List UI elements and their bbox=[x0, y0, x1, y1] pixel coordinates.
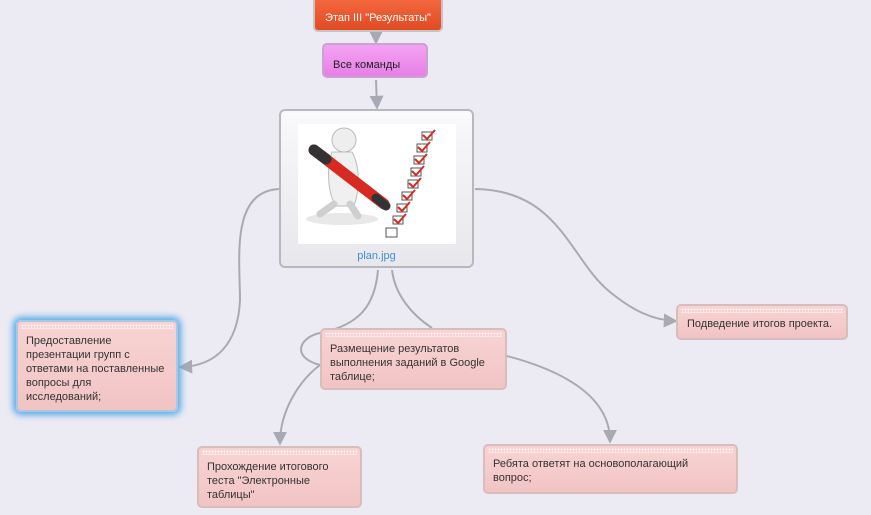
node-header-dots bbox=[284, 113, 469, 118]
placement-label: Размещение результатов выполнения задани… bbox=[330, 343, 485, 383]
placement-node[interactable]: Размещение результатов выполнения задани… bbox=[320, 328, 507, 390]
node-header-dots bbox=[325, 332, 502, 337]
image-caption[interactable]: plan.jpg bbox=[357, 250, 396, 262]
node-header-dots bbox=[21, 324, 173, 329]
teams-label: Все команды bbox=[333, 59, 401, 71]
edge-image-test bbox=[273, 269, 379, 446]
kids-answer-node[interactable]: Ребята ответят на основополагающий вопро… bbox=[483, 444, 738, 494]
node-header-dots bbox=[488, 448, 733, 453]
plan-image bbox=[298, 124, 456, 244]
edge-image-summary bbox=[474, 188, 678, 328]
edge-placement-kids bbox=[506, 355, 617, 444]
presentation-node[interactable]: Предоставление презентации групп с ответ… bbox=[16, 320, 178, 412]
node-header-dots bbox=[681, 308, 843, 313]
edge-image-presentation bbox=[178, 188, 281, 374]
kids-answer-label: Ребята ответят на основополагающий вопро… bbox=[493, 458, 689, 484]
stage-node[interactable]: Этап III "Результаты" bbox=[313, 0, 443, 32]
image-node[interactable]: plan.jpg bbox=[279, 109, 474, 268]
summary-label: Подведение итогов проекта. bbox=[687, 318, 833, 330]
teams-node[interactable]: Все команды bbox=[322, 43, 428, 78]
edge-teams-image bbox=[369, 79, 384, 110]
test-node[interactable]: Прохождение итогового теста "Электронные… bbox=[197, 446, 362, 508]
summary-node[interactable]: Подведение итогов проекта. bbox=[676, 304, 848, 340]
stage-label: Этап III "Результаты" bbox=[325, 12, 431, 24]
presentation-label: Предоставление презентации групп с ответ… bbox=[26, 335, 165, 403]
edge-image-placement bbox=[391, 269, 433, 329]
figure-with-pen-checklist-icon bbox=[306, 127, 436, 238]
node-header-dots bbox=[202, 450, 357, 455]
test-label: Прохождение итогового теста "Электронные… bbox=[207, 461, 329, 501]
